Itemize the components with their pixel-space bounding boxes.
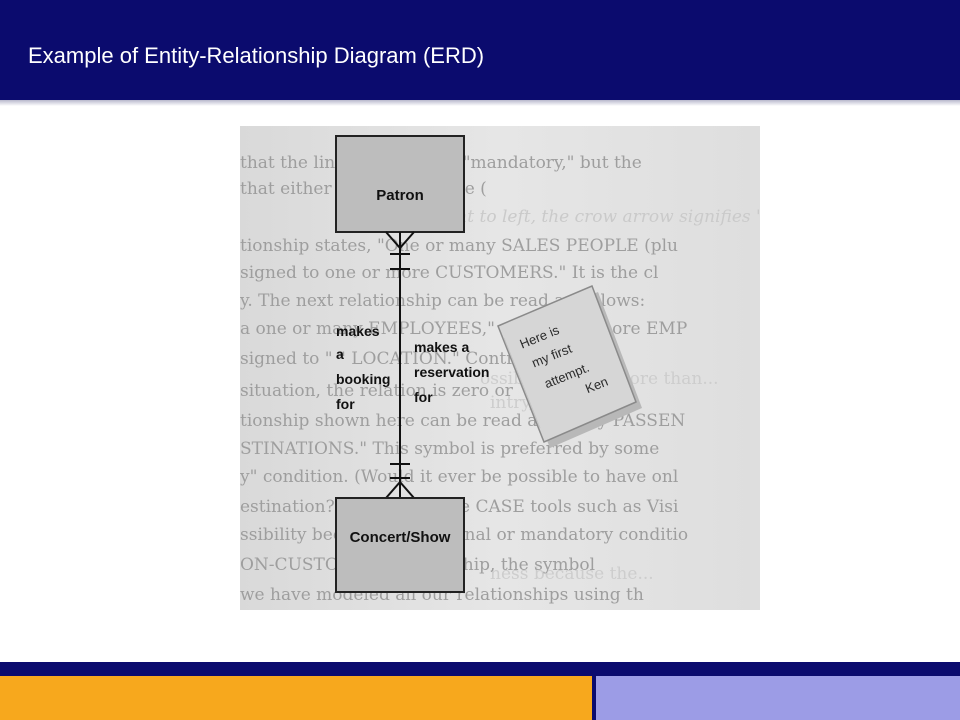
crows-foot-top [399,231,415,249]
relationship-label-right: reservation [414,364,489,380]
title-bar-shadow [0,100,960,106]
entity-label-concert-show: Concert/Show [350,529,451,546]
bg-text-line: y" condition. (Would it ever be possible… [240,467,678,487]
crows-foot-bottom [385,481,401,499]
bg-faint-line: ness because the... [490,564,654,584]
bg-text-line: tionship states, "One or many SALES PEOP… [240,236,678,256]
sticky-note: Here is my first attempt. Ken [497,285,642,448]
bg-text-line: signed to one or more CUSTOMERS." It is … [240,263,658,283]
footer-orange-block [0,676,592,720]
relationship-label-left: booking [336,371,390,387]
relationship-label-left: for [336,396,355,412]
footer-divider [592,676,596,720]
erd-figure: ight to left, the crow arrow signifies "… [240,126,760,610]
title-bar: Example of Entity-Relationship Diagram (… [0,0,960,102]
bg-faint-line: ight to left, the crow arrow signifies "… [440,207,760,227]
crows-foot-bottom [399,481,415,499]
slide-title: Example of Entity-Relationship Diagram (… [28,43,485,68]
relationship-label-left: makes [336,323,380,339]
footer-bar [0,662,960,676]
footer-blue-block [596,676,960,720]
bg-text-line: STINATIONS." This symbol is preferred by… [240,439,659,459]
sticky-note-paper [497,285,637,443]
bg-text-line: situation, the relation is zero or [240,381,514,401]
scan-background [240,126,760,610]
relationship-label-right: makes a [414,339,469,355]
sticky-note-fold [503,337,541,429]
entity-box-concert-show [335,497,465,593]
relationship-label-left: a [336,346,344,362]
entity-label-patron: Patron [376,187,424,204]
bg-text-line: a one or many EMPLOYEES," or "One or mor… [240,319,687,339]
crows-foot-top [385,231,401,249]
relationship-label-right: for [414,389,433,405]
entity-box-patron [335,135,465,233]
